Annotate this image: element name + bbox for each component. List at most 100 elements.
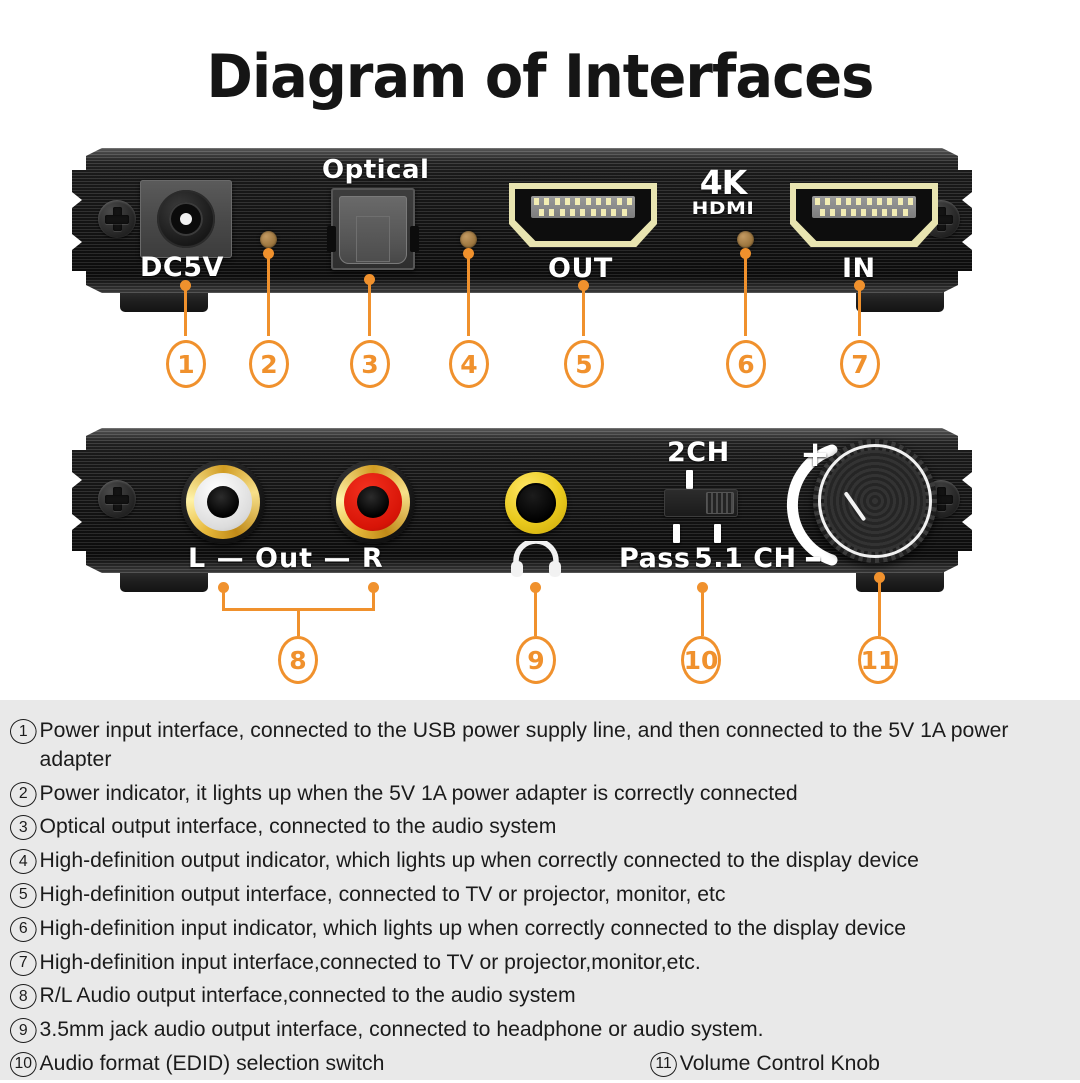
dc-power-jack[interactable] bbox=[140, 180, 232, 258]
hdmi-output-port[interactable] bbox=[509, 183, 657, 247]
callout-2: 2 bbox=[249, 340, 289, 388]
callout-dot-4 bbox=[463, 248, 474, 259]
desc-text-4: High-definition output indicator, which … bbox=[39, 848, 919, 873]
desc-number-2: 2 bbox=[10, 781, 37, 807]
callout-line-4 bbox=[467, 254, 470, 336]
callout-9: 9 bbox=[516, 636, 556, 684]
4k-hdmi-logo: 4K HDMI bbox=[687, 163, 759, 218]
desc-text-6: High-definition input indicator, which l… bbox=[39, 915, 906, 940]
desc-number-10: 10 bbox=[10, 1051, 37, 1077]
desc-text-7: High-definition input interface,connecte… bbox=[39, 949, 701, 974]
callout-line-3 bbox=[368, 280, 371, 336]
4k-logo-text: 4K bbox=[699, 163, 748, 202]
callout-line-10 bbox=[701, 588, 704, 636]
list-item: 3 Optical output interface, connected to… bbox=[10, 812, 1056, 841]
desc-col-11: 11 Volume Control Knob bbox=[650, 1049, 880, 1078]
callout-dot-6 bbox=[740, 248, 751, 259]
dc5v-label: DC5V bbox=[140, 252, 224, 283]
callout-line-11 bbox=[878, 578, 881, 636]
callout-4: 4 bbox=[449, 340, 489, 388]
desc-number-8: 8 bbox=[10, 984, 37, 1010]
callout-11: 11 bbox=[858, 636, 898, 684]
desc-text-3: Optical output interface, connected to t… bbox=[39, 814, 557, 839]
power-indicator-led bbox=[260, 231, 277, 248]
screw-front-left bbox=[98, 480, 136, 518]
desc-text-10: Audio format (EDID) selection switch bbox=[39, 1050, 385, 1075]
hdmi-pins bbox=[531, 196, 635, 218]
rca-out-label: L — Out — R bbox=[188, 543, 384, 574]
hdmi-pins bbox=[812, 196, 916, 218]
callout-dot-7 bbox=[854, 280, 865, 291]
rca-right-output-jack[interactable] bbox=[331, 460, 415, 544]
desc-number-3: 3 bbox=[10, 815, 37, 841]
callout-dot-11 bbox=[874, 572, 885, 583]
volume-minus-label: – bbox=[804, 537, 822, 578]
desc-text-2: Power indicator, it lights up when the 5… bbox=[39, 780, 798, 805]
desc-text-1: Power input interface, connected to the … bbox=[39, 718, 1009, 771]
switch-pass-label: Pass bbox=[619, 543, 691, 574]
list-item: 5 High-definition output interface, conn… bbox=[10, 880, 1056, 909]
callout-line-8-right-stem bbox=[372, 588, 375, 610]
list-item: 10 Audio format (EDID) selection switch … bbox=[10, 1049, 1056, 1078]
desc-text-8: R/L Audio output interface,connected to … bbox=[39, 983, 576, 1008]
switch-tick-bottom-left bbox=[673, 524, 680, 543]
desc-number-9: 9 bbox=[10, 1018, 37, 1044]
hdmi-output-indicator-led bbox=[460, 231, 477, 248]
callout-line-7 bbox=[858, 286, 861, 336]
callout-5: 5 bbox=[564, 340, 604, 388]
desc-text-5: High-definition output interface, connec… bbox=[39, 881, 726, 906]
description-panel: 1 Power input interface, connected to th… bbox=[0, 700, 1080, 1080]
callout-10: 10 bbox=[681, 636, 721, 684]
switch-tick-bottom-right bbox=[714, 524, 721, 543]
screw-rear-left bbox=[98, 200, 136, 238]
switch-2ch-label: 2CH bbox=[667, 437, 730, 468]
headphone-jack-3-5mm[interactable] bbox=[505, 472, 567, 534]
optical-spdif-port[interactable] bbox=[327, 188, 419, 270]
callout-dot-2 bbox=[263, 248, 274, 259]
desc-number-6: 6 bbox=[10, 916, 37, 942]
desc-number-4: 4 bbox=[10, 849, 37, 875]
callout-dot-1 bbox=[180, 280, 191, 291]
hdmi-in-label: IN bbox=[842, 253, 876, 284]
desc-number-5: 5 bbox=[10, 882, 37, 908]
hdmi-input-indicator-led bbox=[737, 231, 754, 248]
callout-line-6 bbox=[744, 254, 747, 336]
list-item: 8 R/L Audio output interface,connected t… bbox=[10, 981, 1056, 1010]
headphone-icon bbox=[508, 538, 564, 582]
desc-number-1: 1 bbox=[10, 719, 37, 744]
list-item: 4 High-definition output indicator, whic… bbox=[10, 846, 1056, 875]
list-item: 2 Power indicator, it lights up when the… bbox=[10, 779, 1056, 808]
callout-line-9 bbox=[534, 588, 537, 636]
callout-line-1 bbox=[184, 286, 187, 336]
desc-text-11: Volume Control Knob bbox=[679, 1050, 880, 1075]
desc-text-9: 3.5mm jack audio output interface, conne… bbox=[39, 1017, 764, 1042]
callout-dot-8-left bbox=[218, 582, 229, 593]
rca-left-output-jack[interactable] bbox=[181, 460, 265, 544]
page-title: Diagram of Interfaces bbox=[206, 42, 875, 112]
switch-slider-knob[interactable] bbox=[706, 492, 734, 514]
callout-dot-9 bbox=[530, 582, 541, 593]
hdmi-input-port[interactable] bbox=[790, 183, 938, 247]
edid-selection-switch[interactable] bbox=[664, 489, 738, 517]
callout-line-5 bbox=[582, 286, 585, 336]
callout-3: 3 bbox=[350, 340, 390, 388]
optical-label: Optical bbox=[322, 155, 430, 185]
switch-tick-top bbox=[686, 470, 693, 489]
list-item: 9 3.5mm jack audio output interface, con… bbox=[10, 1015, 1056, 1044]
callout-line-2 bbox=[267, 254, 270, 336]
desc-col-10: 10 Audio format (EDID) selection switch bbox=[10, 1049, 650, 1078]
list-item: 1 Power input interface, connected to th… bbox=[10, 716, 1056, 774]
switch-51ch-label: 5.1 CH bbox=[694, 543, 797, 574]
callout-8: 8 bbox=[278, 636, 318, 684]
volume-arc-icon bbox=[772, 440, 842, 575]
callout-line-8-left-stem bbox=[222, 588, 225, 610]
callout-7: 7 bbox=[840, 340, 880, 388]
callout-6: 6 bbox=[726, 340, 766, 388]
interface-description-list: 1 Power input interface, connected to th… bbox=[10, 716, 1072, 1083]
desc-number-11: 11 bbox=[650, 1051, 677, 1077]
callout-1: 1 bbox=[166, 340, 206, 388]
callout-dot-10 bbox=[697, 582, 708, 593]
list-item: 6 High-definition input indicator, which… bbox=[10, 914, 1056, 943]
callout-dot-5 bbox=[578, 280, 589, 291]
